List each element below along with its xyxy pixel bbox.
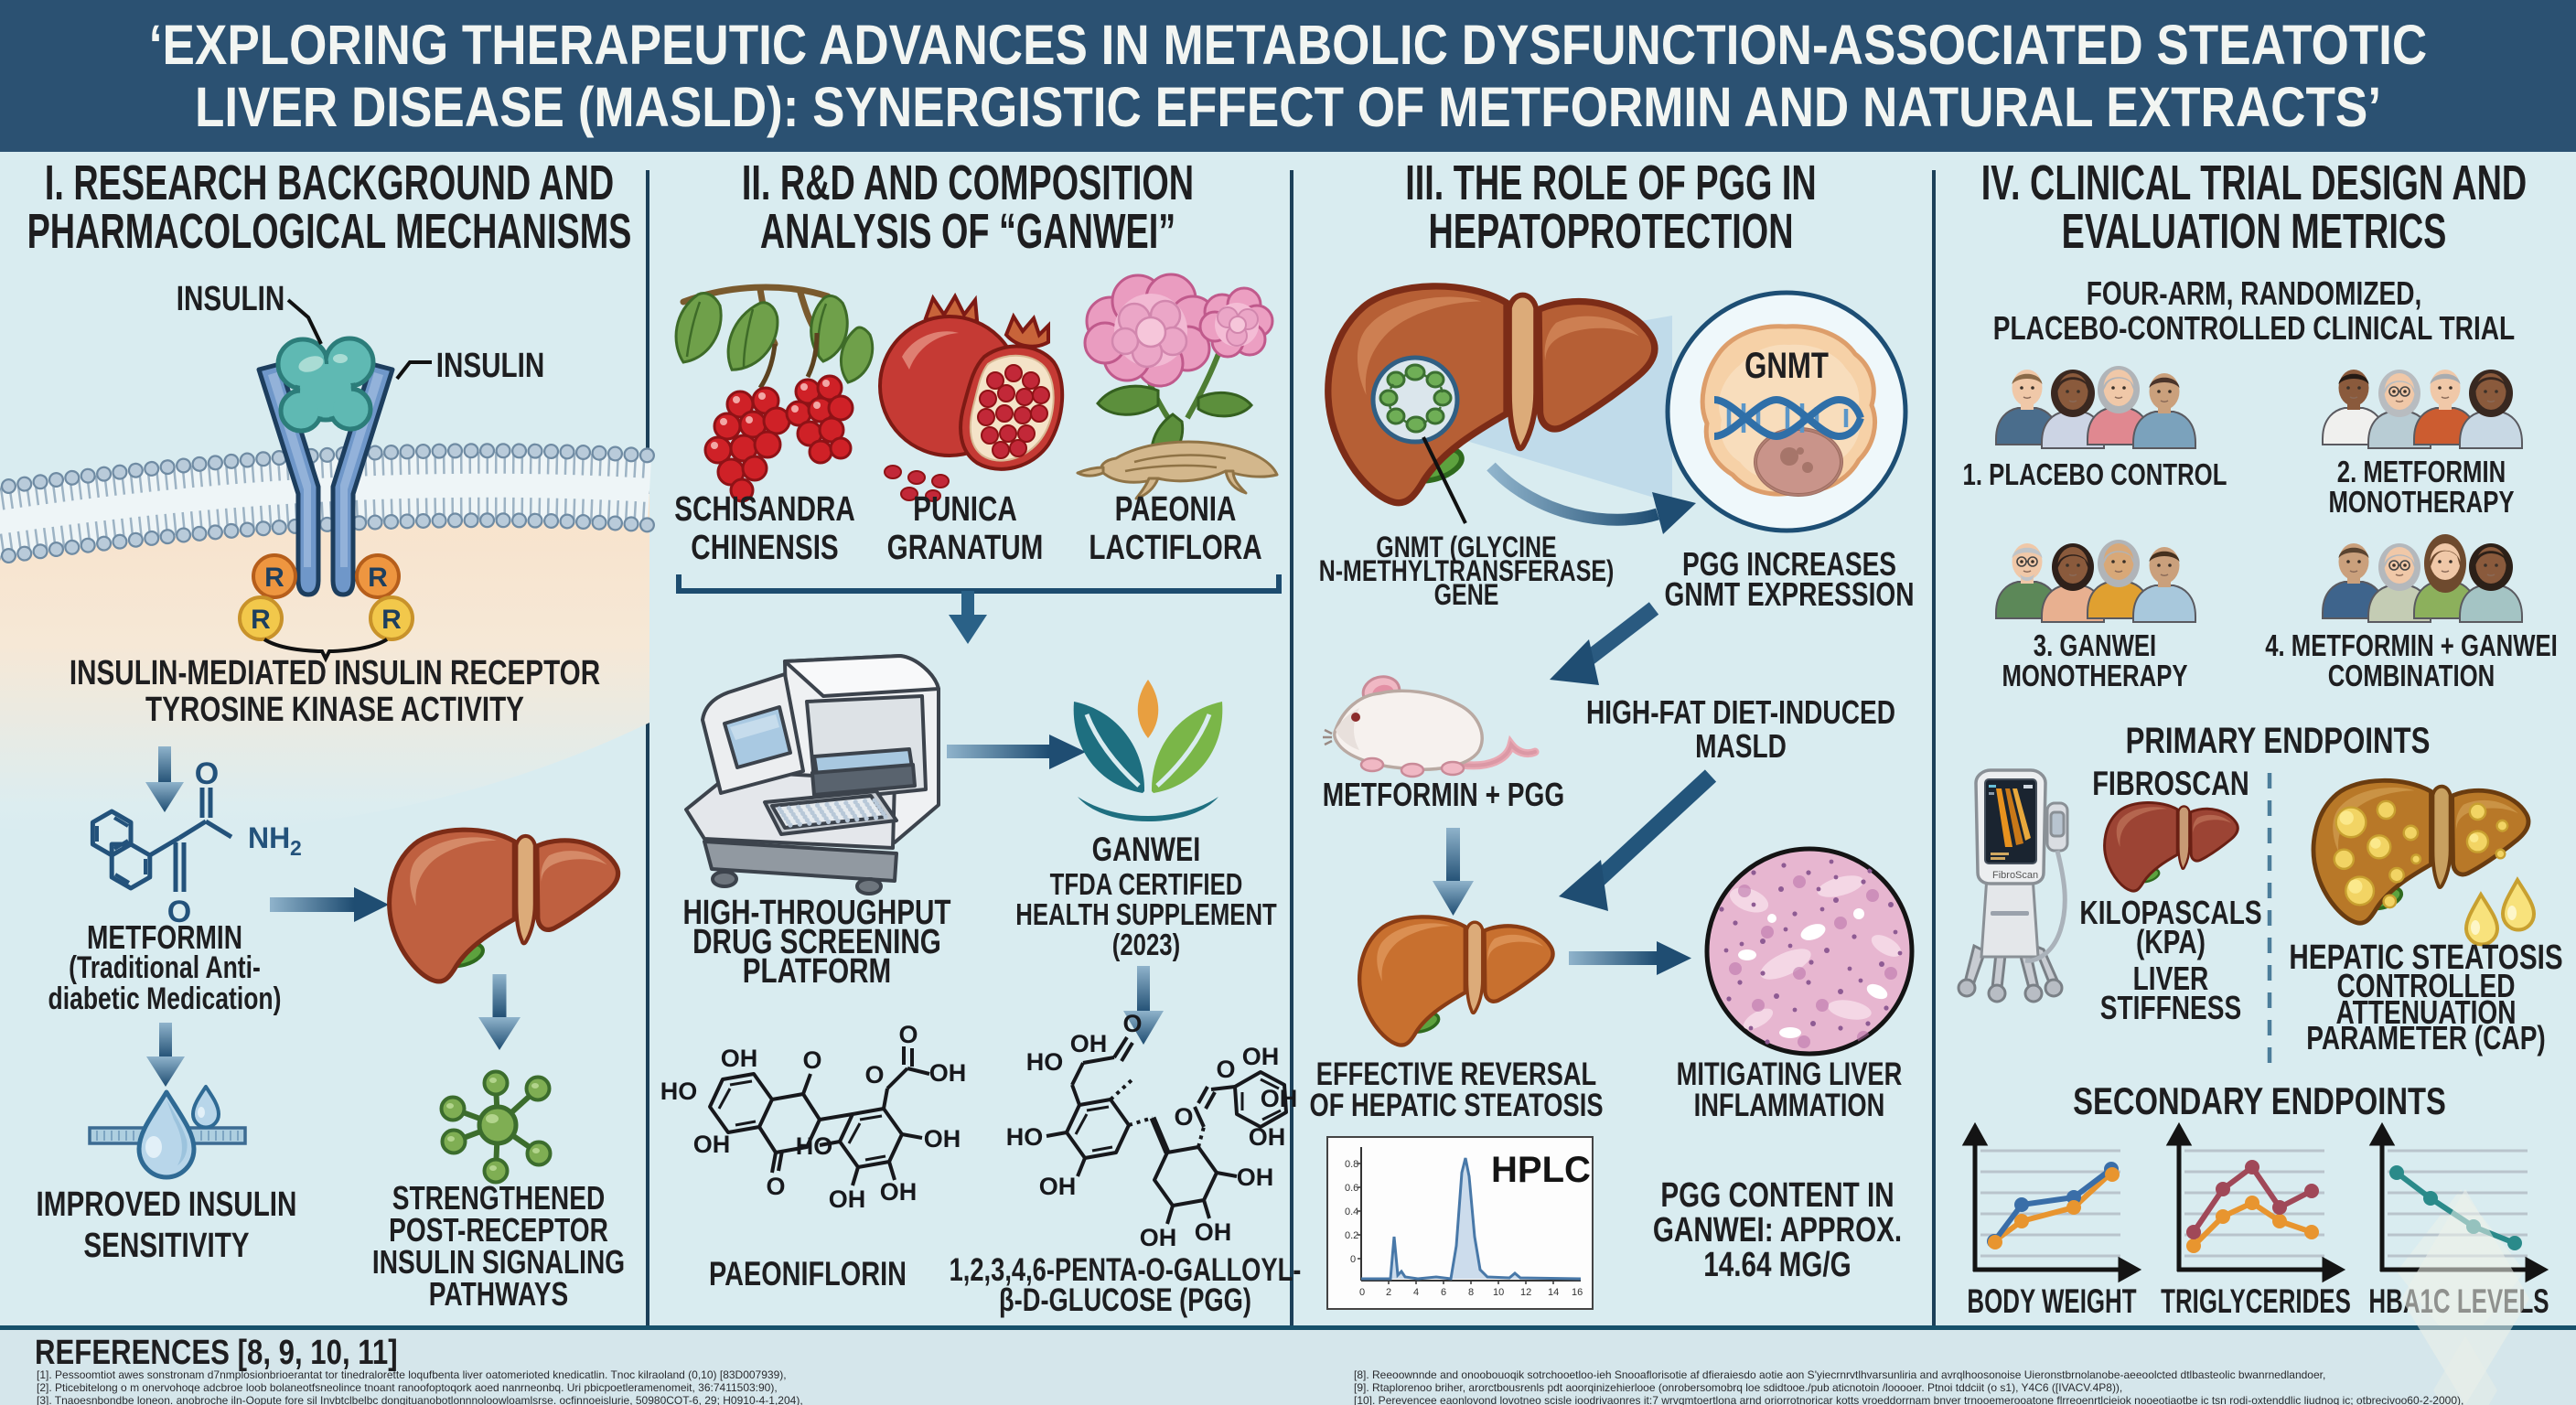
- svg-text:6: 6: [1441, 1287, 1446, 1298]
- svg-text:14: 14: [1548, 1287, 1559, 1298]
- svg-text:OH: OH: [1261, 1085, 1298, 1112]
- svg-text:R: R: [251, 605, 271, 635]
- svg-text:HO: HO: [796, 1132, 833, 1160]
- svg-text:NH: NH: [248, 821, 290, 854]
- svg-text:HO: HO: [1006, 1123, 1044, 1151]
- svg-text:OH: OH: [1140, 1224, 1177, 1251]
- svg-text:O: O: [1122, 1010, 1142, 1037]
- svg-text:OH: OH: [1070, 1030, 1108, 1057]
- svg-text:HPLC: HPLC: [1491, 1150, 1591, 1190]
- svg-text:O: O: [864, 1061, 884, 1089]
- svg-text:0.4: 0.4: [1345, 1207, 1358, 1217]
- svg-text:OH: OH: [1039, 1173, 1077, 1200]
- svg-text:0: 0: [1350, 1254, 1356, 1265]
- svg-text:10: 10: [1493, 1287, 1504, 1298]
- svg-text:OH: OH: [721, 1045, 758, 1072]
- svg-text:0.8: 0.8: [1345, 1159, 1358, 1170]
- svg-text:O: O: [802, 1046, 821, 1074]
- svg-text:FibroScan: FibroScan: [1992, 870, 2038, 881]
- svg-text:OH: OH: [880, 1178, 918, 1206]
- svg-text:O: O: [167, 895, 191, 929]
- svg-text:O: O: [1174, 1103, 1193, 1131]
- svg-text:12: 12: [1520, 1287, 1531, 1298]
- svg-text:0: 0: [1359, 1287, 1365, 1298]
- svg-text:OH: OH: [924, 1125, 961, 1153]
- svg-text:O: O: [195, 756, 219, 791]
- svg-text:HO: HO: [660, 1078, 698, 1105]
- svg-text:HO: HO: [1026, 1048, 1064, 1076]
- svg-text:4: 4: [1413, 1287, 1419, 1298]
- svg-text:16: 16: [1572, 1287, 1583, 1298]
- svg-text:R: R: [368, 563, 388, 593]
- svg-text:R: R: [264, 563, 284, 593]
- svg-text:R: R: [381, 605, 402, 635]
- svg-text:8: 8: [1468, 1287, 1474, 1298]
- svg-text:O: O: [898, 1021, 918, 1048]
- svg-text:2: 2: [290, 836, 302, 860]
- svg-text:0.6: 0.6: [1345, 1183, 1358, 1194]
- svg-text:2: 2: [1386, 1287, 1391, 1298]
- svg-text:0.2: 0.2: [1345, 1230, 1358, 1241]
- svg-text:O: O: [1216, 1056, 1235, 1083]
- svg-text:OH: OH: [829, 1185, 866, 1213]
- svg-text:OH: OH: [693, 1131, 731, 1158]
- svg-text:OH: OH: [1195, 1218, 1232, 1246]
- svg-text:O: O: [766, 1173, 785, 1200]
- svg-text:OH: OH: [1237, 1164, 1274, 1191]
- svg-text:OH: OH: [929, 1059, 967, 1087]
- svg-text:OH: OH: [1242, 1043, 1280, 1070]
- svg-text:OH: OH: [1249, 1123, 1286, 1151]
